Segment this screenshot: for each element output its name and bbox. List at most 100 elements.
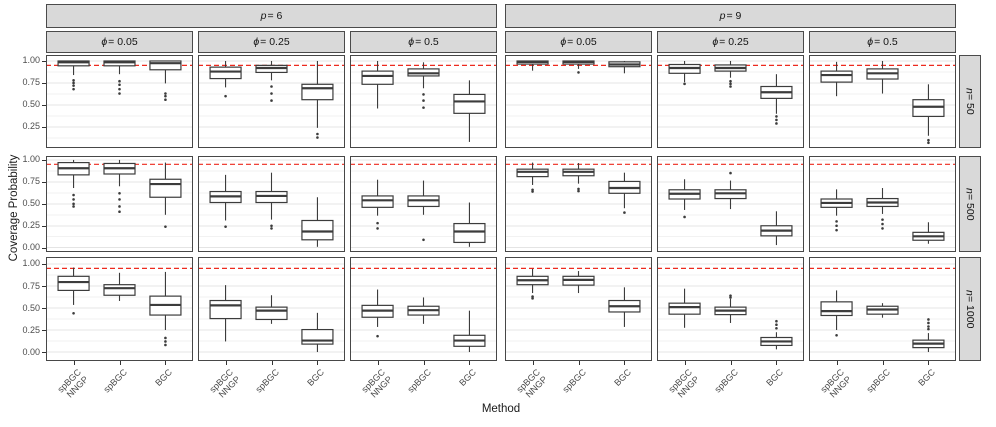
- panel-border: [198, 257, 345, 361]
- panel-border: [505, 156, 652, 252]
- panel-border: [350, 257, 497, 361]
- y-tick-label: 0.50: [22, 99, 40, 110]
- y-tick-label: 1.00: [22, 258, 40, 269]
- outlier-dot: [729, 171, 732, 175]
- outlier-dot: [775, 319, 778, 323]
- x-tick-mark: [730, 361, 732, 365]
- outlier-dot: [422, 106, 425, 109]
- outlier-dot: [72, 198, 75, 201]
- facet-strip-p-6: p = 6: [46, 4, 497, 28]
- panel-border: [657, 156, 804, 252]
- panel-border: [46, 156, 193, 252]
- outlier-dot: [118, 205, 121, 208]
- outlier-dot: [224, 225, 227, 228]
- outlier-dot: [316, 132, 319, 136]
- panel-border: [657, 55, 804, 148]
- y-tick-mark: [42, 203, 46, 205]
- panel-r1-c6: [809, 55, 956, 148]
- x-tick-mark: [225, 361, 227, 365]
- x-tick-mark: [836, 361, 838, 365]
- panel-r2-c6: [809, 156, 956, 252]
- outlier-dot: [881, 222, 884, 226]
- x-tick-mark: [377, 361, 379, 365]
- outlier-dot: [927, 321, 930, 325]
- box-spbgc: [103, 284, 136, 296]
- y-tick-mark: [42, 181, 46, 183]
- y-tick-label: 0.25: [22, 121, 40, 132]
- facet-strip-phi-0.25-g2: ϕ = 0.25: [657, 31, 804, 53]
- x-tick-mark: [423, 361, 425, 365]
- outlier-dot: [118, 83, 121, 87]
- outlier-dot: [270, 85, 273, 88]
- panel-border: [46, 257, 193, 361]
- box-spbgc-nngp: [820, 301, 853, 317]
- outlier-dot: [775, 118, 778, 122]
- x-tick-mark: [776, 361, 778, 365]
- panel-border: [46, 55, 193, 148]
- box-bgc: [453, 222, 486, 244]
- panel-r1-c2: [198, 55, 345, 148]
- outlier-dot: [72, 193, 75, 197]
- outlier-dot: [164, 336, 167, 340]
- panel-r1-c3: [350, 55, 497, 148]
- panel-border: [809, 257, 956, 361]
- x-axis-title: Method: [481, 403, 521, 415]
- y-tick-mark: [42, 247, 46, 249]
- outlier-dot: [164, 94, 167, 98]
- outlier-dot: [270, 99, 273, 102]
- panel-r3-c3: [350, 257, 497, 361]
- outlier-dot: [164, 92, 167, 95]
- outlier-dot: [775, 323, 778, 327]
- y-tick-mark: [42, 159, 46, 161]
- panel-background: [505, 55, 652, 148]
- y-tick-mark: [42, 330, 46, 332]
- facet-strip-phi-0.05-g2: ϕ = 0.05: [505, 31, 652, 53]
- y-tick-label: 0.75: [22, 280, 40, 291]
- outlier-dot: [164, 225, 167, 228]
- panel-r2-c2: [198, 156, 345, 252]
- outlier-dot: [270, 224, 273, 228]
- x-tick-mark: [317, 361, 319, 365]
- outlier-dot: [422, 238, 425, 242]
- y-tick-label: 1.00: [22, 55, 40, 66]
- box-bgc: [301, 328, 334, 345]
- x-tick-mark: [271, 361, 273, 365]
- outlier-dot: [118, 210, 121, 214]
- box-bgc: [149, 178, 182, 198]
- panel-r3-c2: [198, 257, 345, 361]
- outlier-dot: [927, 325, 930, 328]
- facet-strip-phi-0.25-g1: ϕ = 0.25: [198, 31, 345, 53]
- panel-r2-c4: [505, 156, 652, 252]
- panel-border: [809, 156, 956, 252]
- x-tick-mark: [624, 361, 626, 365]
- facet-strip-p-9: p = 9: [505, 4, 956, 28]
- outlier-dot: [577, 71, 580, 74]
- box-spbgc-nngp: [668, 302, 701, 315]
- outlier-dot: [376, 334, 379, 338]
- outlier-dot: [881, 218, 884, 221]
- box-spbgc-nngp: [57, 275, 90, 292]
- panel-r3-c6: [809, 257, 956, 361]
- outlier-dot: [927, 327, 930, 331]
- box-bgc: [912, 99, 945, 118]
- panel-r3-c4: [505, 257, 652, 361]
- box-spbgc: [255, 306, 288, 321]
- outlier-dot: [881, 227, 884, 230]
- y-tick-label: 0.75: [22, 176, 40, 187]
- y-tick-mark: [42, 82, 46, 84]
- outlier-dot: [72, 79, 75, 82]
- panel-r3-c5: [657, 257, 804, 361]
- x-tick-mark: [165, 361, 167, 365]
- panel-border: [198, 156, 345, 252]
- outlier-dot: [623, 211, 626, 214]
- outlier-dot: [72, 205, 75, 208]
- outlier-dot: [729, 85, 732, 88]
- outlier-dot: [164, 98, 167, 101]
- outlier-dot: [422, 93, 425, 96]
- outlier-dot: [270, 92, 273, 95]
- y-tick-mark: [42, 352, 46, 354]
- x-tick-mark: [532, 361, 534, 365]
- outlier-dot: [577, 189, 580, 193]
- outlier-dot: [118, 191, 121, 195]
- panel-r2-c1: [46, 156, 193, 252]
